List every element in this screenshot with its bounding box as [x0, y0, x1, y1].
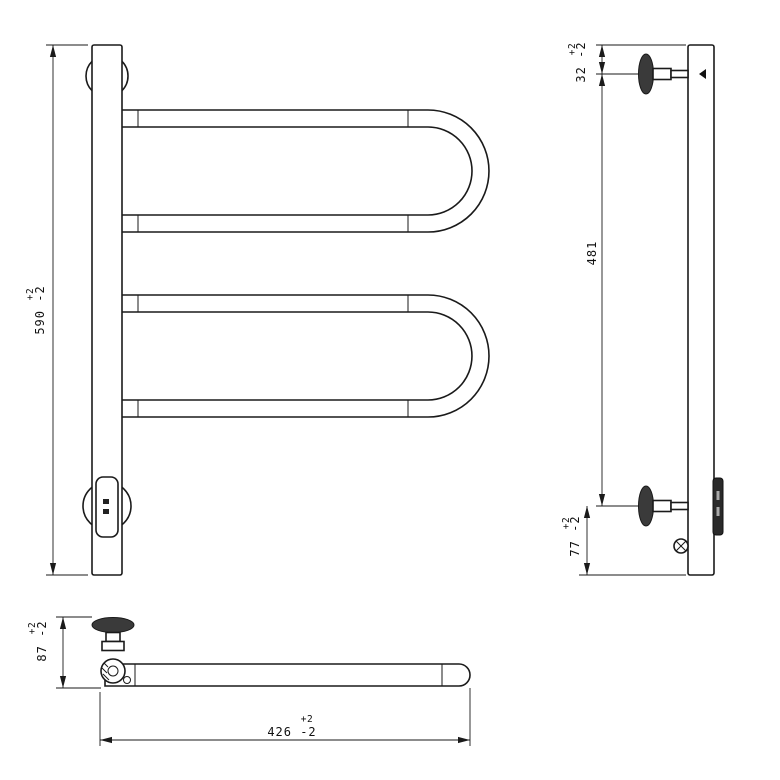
side-bottom-mount: [638, 485, 689, 527]
pivot-joint: [100, 658, 126, 684]
mount-stem: [652, 67, 672, 81]
side-view: 32 -2 +2 481 77 -2 +2: [561, 41, 724, 576]
mount-stem-narrow: [670, 69, 689, 79]
dim-side-top-tolerance: +2: [567, 43, 578, 55]
plan-swivel-arm: [104, 663, 471, 687]
dim-front-height-tolerance: +2: [25, 288, 36, 300]
tube-inner-edge: [122, 126, 473, 216]
dim-plan-width-value: 426 -2: [267, 725, 316, 739]
front-vertical-bar: [91, 44, 123, 576]
plan-wall-mount: [91, 617, 135, 684]
front-tube-loop-upper: [122, 109, 490, 233]
plan-depth-dimension: 87 -2 +2: [27, 616, 101, 689]
mount-stem: [105, 631, 121, 643]
control-box-outline: [95, 476, 119, 538]
dim-side-bottom-value: 77 -2: [568, 515, 582, 556]
side-bottom-dimension: 77 -2 +2: [561, 506, 686, 576]
mount-collar: [101, 640, 125, 652]
pivot-hatch-line: [101, 667, 108, 674]
dim-plan-depth-tolerance: +2: [27, 622, 38, 634]
switch-indicator: [103, 509, 109, 514]
wall-flange: [638, 53, 654, 95]
plan-view: 87 -2 +2 +2 426 -2: [27, 616, 471, 746]
dim-side-top-value: 32 -2: [574, 41, 588, 82]
dim-side-middle-value: 481: [585, 241, 599, 266]
mount-stem: [652, 499, 672, 513]
side-vertical-bar: [687, 44, 715, 576]
pivot-axis: [107, 665, 119, 677]
dim-plan-width-tolerance: +2: [301, 714, 313, 725]
tube-outer-edge: [122, 109, 490, 233]
front-view: 590 -2 +2: [25, 44, 490, 576]
side-temperature-knob: [673, 538, 689, 554]
dim-front-height-value: 590 -2: [33, 285, 47, 334]
mount-screw: [699, 69, 706, 79]
pivot-hatch-line: [103, 662, 109, 668]
housing-slot: [716, 507, 720, 516]
housing-body: [712, 477, 724, 536]
front-height-dimension: 590 -2 +2: [25, 44, 88, 576]
mount-stem-narrow: [670, 501, 689, 511]
knob-cross-line: [676, 541, 686, 551]
side-middle-dimension: 481: [585, 74, 639, 507]
housing-slot: [716, 491, 720, 500]
pivot-hatch-line: [102, 673, 110, 681]
wall-flange: [638, 485, 654, 527]
tube-inner-edge: [122, 311, 473, 401]
set-screw: [123, 676, 131, 684]
switch-indicator: [103, 499, 109, 504]
front-tube-loop-lower: [122, 294, 490, 418]
tube-outer-edge: [122, 294, 490, 418]
dim-side-bottom-tolerance: +2: [561, 517, 572, 529]
wall-flange: [91, 617, 135, 633]
dim-plan-depth-value: 87 -2: [35, 620, 49, 661]
front-control-box: [95, 476, 119, 538]
plan-width-dimension: +2 426 -2: [99, 688, 471, 746]
side-control-housing: [712, 477, 724, 536]
